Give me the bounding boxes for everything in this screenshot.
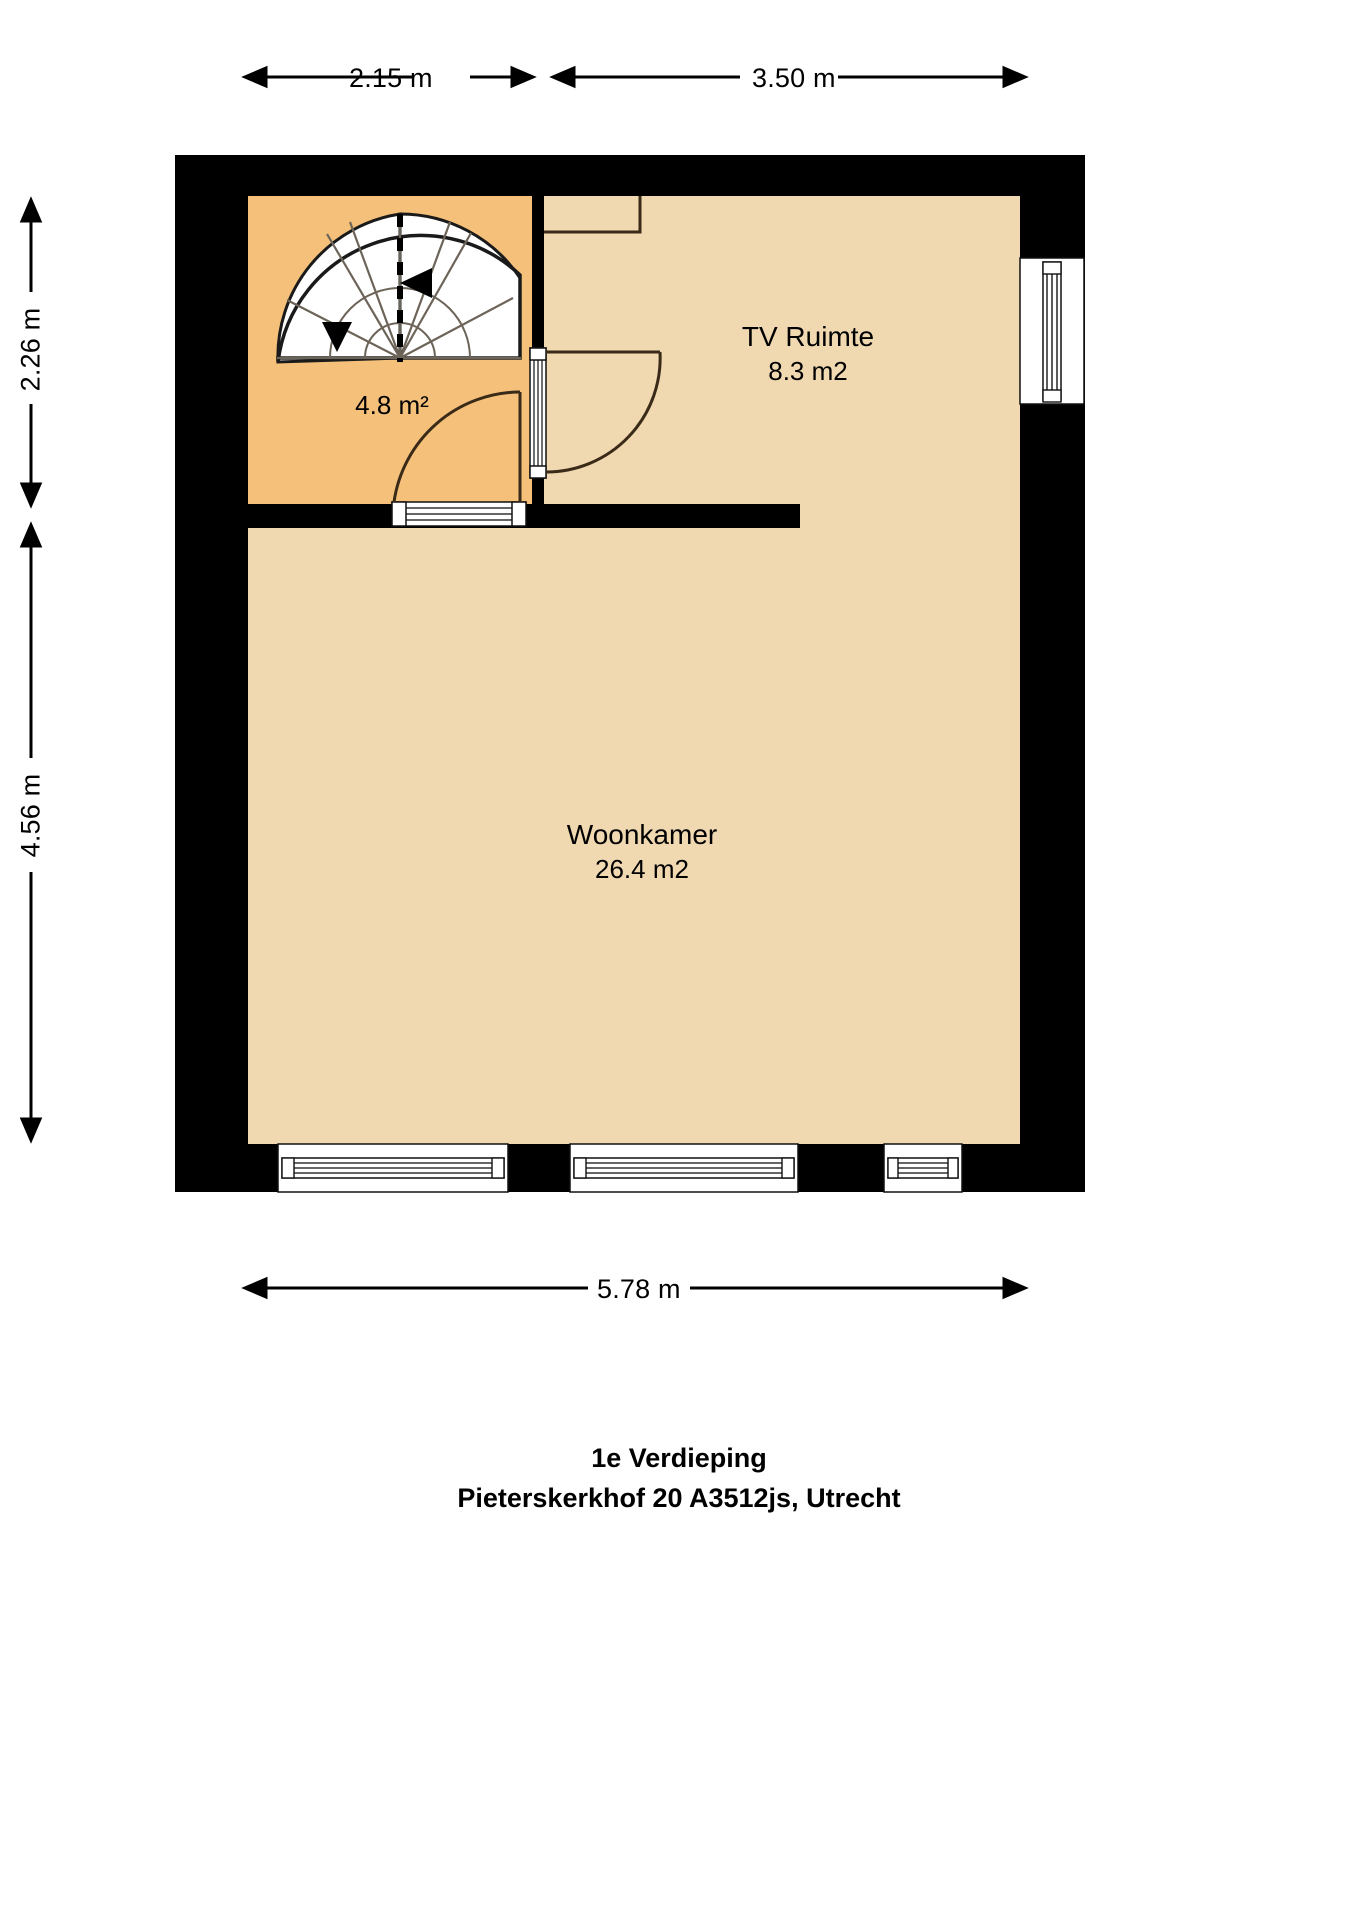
property-address: Pieterskerkhof 20 A3512js, Utrecht [457, 1483, 901, 1513]
dimension-left-bottom: 4.56 m [15, 773, 46, 858]
window-bottom-right [883, 1143, 963, 1193]
door-stair-room [391, 390, 527, 527]
window-bottom-middle [569, 1143, 799, 1193]
dimension-top-right: 3.50 m [752, 63, 836, 93]
room-area-tv-ruimte: 8.3 m2 [768, 356, 848, 386]
room-label-stair: 4.8 m² [300, 388, 484, 422]
room-label-woonkamer: Woonkamer 26.4 m2 [510, 818, 774, 886]
room-area-stair: 4.8 m² [355, 390, 429, 420]
window-bottom-left [277, 1143, 509, 1193]
spiral-staircase [276, 212, 522, 364]
tv-niche-outline [544, 196, 642, 234]
dimension-left-top: 2.26 m [15, 307, 46, 392]
room-name-woonkamer: Woonkamer [566, 819, 718, 850]
dimension-top-left: 2.15 m [349, 63, 433, 93]
dimension-bottom-total: 5.78 m [597, 1274, 681, 1304]
dimension-lines [19, 65, 1029, 1300]
door-tv-ruimte [529, 347, 662, 479]
floor-title: 1e Verdieping [591, 1443, 767, 1473]
room-name-tv-ruimte: TV Ruimte [741, 321, 875, 352]
room-label-tv-ruimte: TV Ruimte 8.3 m2 [676, 320, 940, 388]
window-right-upper [1019, 257, 1085, 405]
room-area-woonkamer: 26.4 m2 [595, 854, 689, 884]
